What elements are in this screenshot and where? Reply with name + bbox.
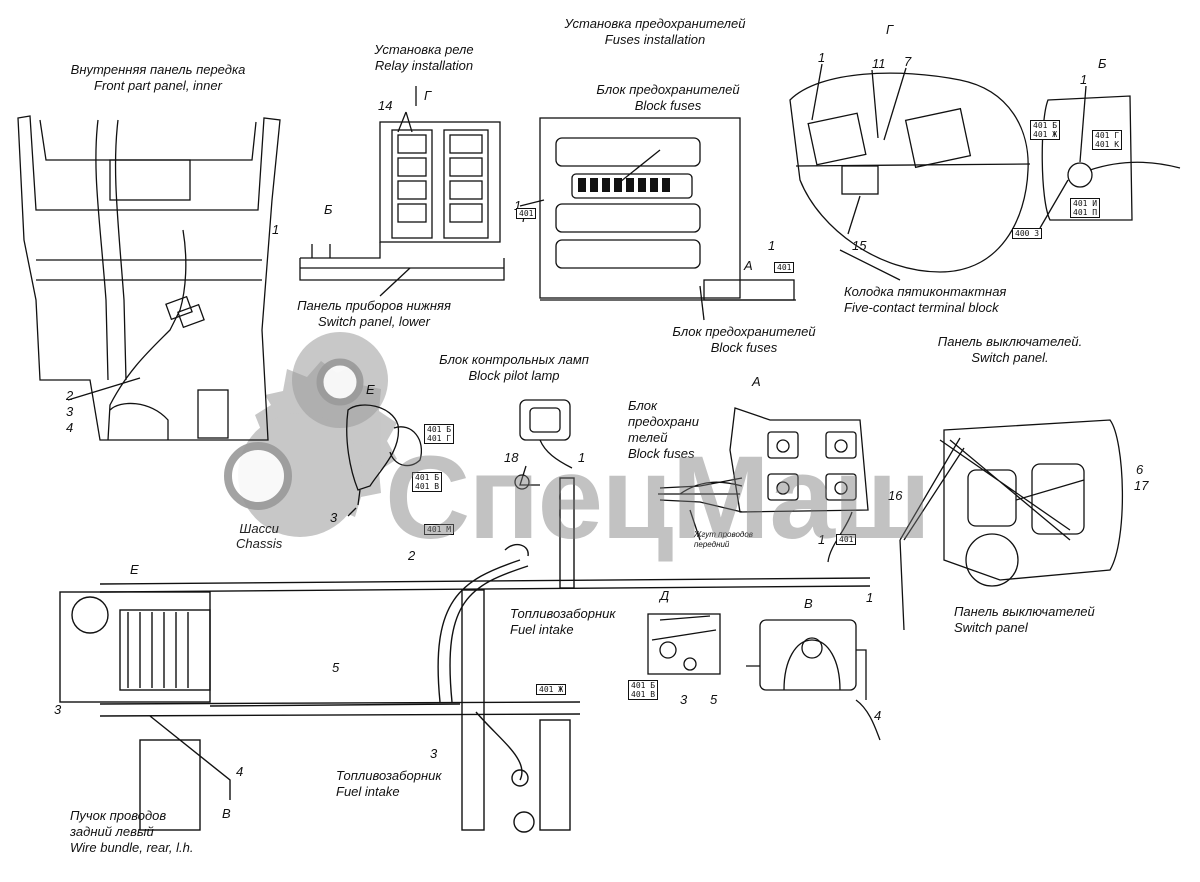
gear-hole-large xyxy=(224,442,292,510)
callout-3: 3 xyxy=(66,404,74,419)
view-letter-v-arrow: В xyxy=(222,806,231,821)
callout-1-front: 1 xyxy=(272,222,280,237)
callout-16: 16 xyxy=(888,488,903,503)
view-e-drawing xyxy=(346,404,422,517)
callout-3-chassis-2: 3 xyxy=(430,746,438,761)
callout-7: 7 xyxy=(904,54,912,69)
view-letter-g-relay: Г xyxy=(424,88,432,103)
callout-18: 18 xyxy=(504,450,519,465)
callout-11: 11 xyxy=(872,56,886,71)
switch-panel-top-label: Панель выключателей.Switch panel. xyxy=(937,334,1083,365)
view-b-drawing xyxy=(1039,85,1181,229)
view-letter-g-top: Г xyxy=(886,22,894,37)
view-letter-b-top: Б xyxy=(1098,56,1107,71)
wire-tag-401-bottom: 401 xyxy=(774,262,795,273)
wire-tag-400z: 400 З xyxy=(1012,228,1043,239)
callout-4: 4 xyxy=(66,420,74,435)
fuse-row xyxy=(578,178,670,192)
callout-4-v: 4 xyxy=(874,708,882,723)
wire-tag-401-a: 401 xyxy=(836,534,857,545)
callout-1-b: 1 xyxy=(1080,72,1088,87)
view-d-drawing xyxy=(647,613,721,675)
callout-17: 17 xyxy=(1134,478,1149,493)
chassis-drawing xyxy=(59,477,871,833)
view-v-drawing xyxy=(746,619,881,741)
view-letter-a-fuse: А xyxy=(744,258,753,273)
view-letter-v-view: В xyxy=(804,596,813,611)
callout-1-fuse2: 1 xyxy=(768,238,776,253)
callout-3-e: 3 xyxy=(330,510,338,525)
switch-panel-drawing xyxy=(899,419,1124,631)
callout-1-switch: 1 xyxy=(866,590,874,605)
gear-hole-small xyxy=(316,358,364,406)
front-panel-drawing xyxy=(17,115,281,441)
callout-5-d: 5 xyxy=(710,692,718,707)
callout-3-d: 3 xyxy=(680,692,688,707)
wire-tag-401m: 401 М xyxy=(424,524,455,535)
view-letter-d-view: Д xyxy=(660,588,670,603)
view-letter-b-relay: Б xyxy=(324,202,333,217)
callout-6: 6 xyxy=(1136,462,1144,477)
wire-tag-401-fuse: 401 xyxy=(516,208,537,219)
view-letter-e-view: Е xyxy=(366,382,375,397)
callout-1-a: 1 xyxy=(818,532,826,547)
callout-2-chassis: 2 xyxy=(408,548,416,563)
callout-15: 15 xyxy=(852,238,867,253)
callout-2: 2 xyxy=(66,388,74,403)
callout-1-fuse: 1 xyxy=(514,198,522,213)
callout-3-chassis: 3 xyxy=(54,702,62,717)
view-g-drawing xyxy=(789,63,1031,281)
wire-tag-401zh-chassis: 401 Ж xyxy=(536,684,567,695)
callout-1-g: 1 xyxy=(818,50,826,65)
fuses-drawing xyxy=(519,117,796,321)
callout-14: 14 xyxy=(378,98,393,113)
callout-1-lamp: 1 xyxy=(578,450,586,465)
callout-4-chassis: 4 xyxy=(236,764,244,779)
view-letter-e-chassis: Е xyxy=(130,562,139,577)
relay-drawing xyxy=(299,86,505,297)
view-letter-a-view: А xyxy=(752,374,761,389)
pilot-lamp-drawing xyxy=(514,399,573,490)
callout-5-chassis: 5 xyxy=(332,660,340,675)
